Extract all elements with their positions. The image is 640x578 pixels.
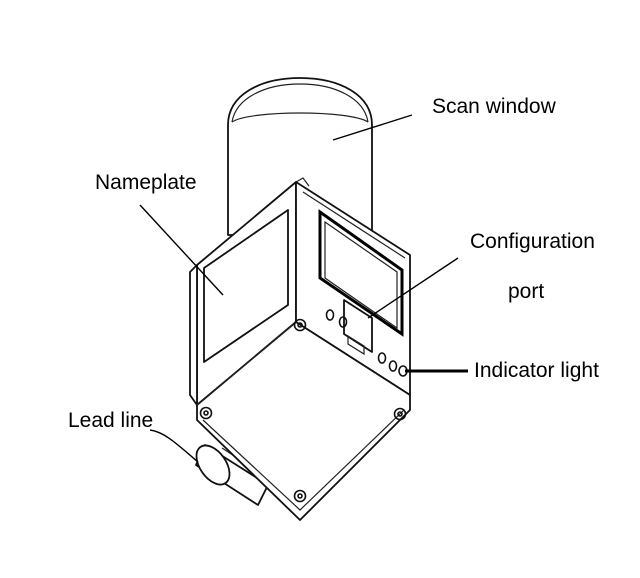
right-face-holes xyxy=(325,309,398,372)
label-configuration-port-2: port xyxy=(508,280,544,303)
configuration-port-leader xyxy=(367,257,459,319)
label-lead-line: Lead line xyxy=(68,409,153,432)
label-scan-window: Scan window xyxy=(432,95,557,118)
label-configuration-port-1: Configuration xyxy=(470,230,595,253)
label-indicator-light: Indicator light xyxy=(474,359,599,382)
lead-line-leader xyxy=(149,429,199,463)
bottom-face-screws xyxy=(199,318,407,503)
nameplate-leader xyxy=(139,204,224,296)
leader-lines xyxy=(139,114,468,463)
label-nameplate: Nameplate xyxy=(95,171,197,194)
scan-window-cylinder xyxy=(227,77,373,236)
configuration-port xyxy=(343,299,373,356)
right-face-window xyxy=(318,209,404,337)
bottom-face xyxy=(196,321,411,521)
scan-window-leader xyxy=(332,114,413,141)
nameplate-plate xyxy=(203,209,289,363)
